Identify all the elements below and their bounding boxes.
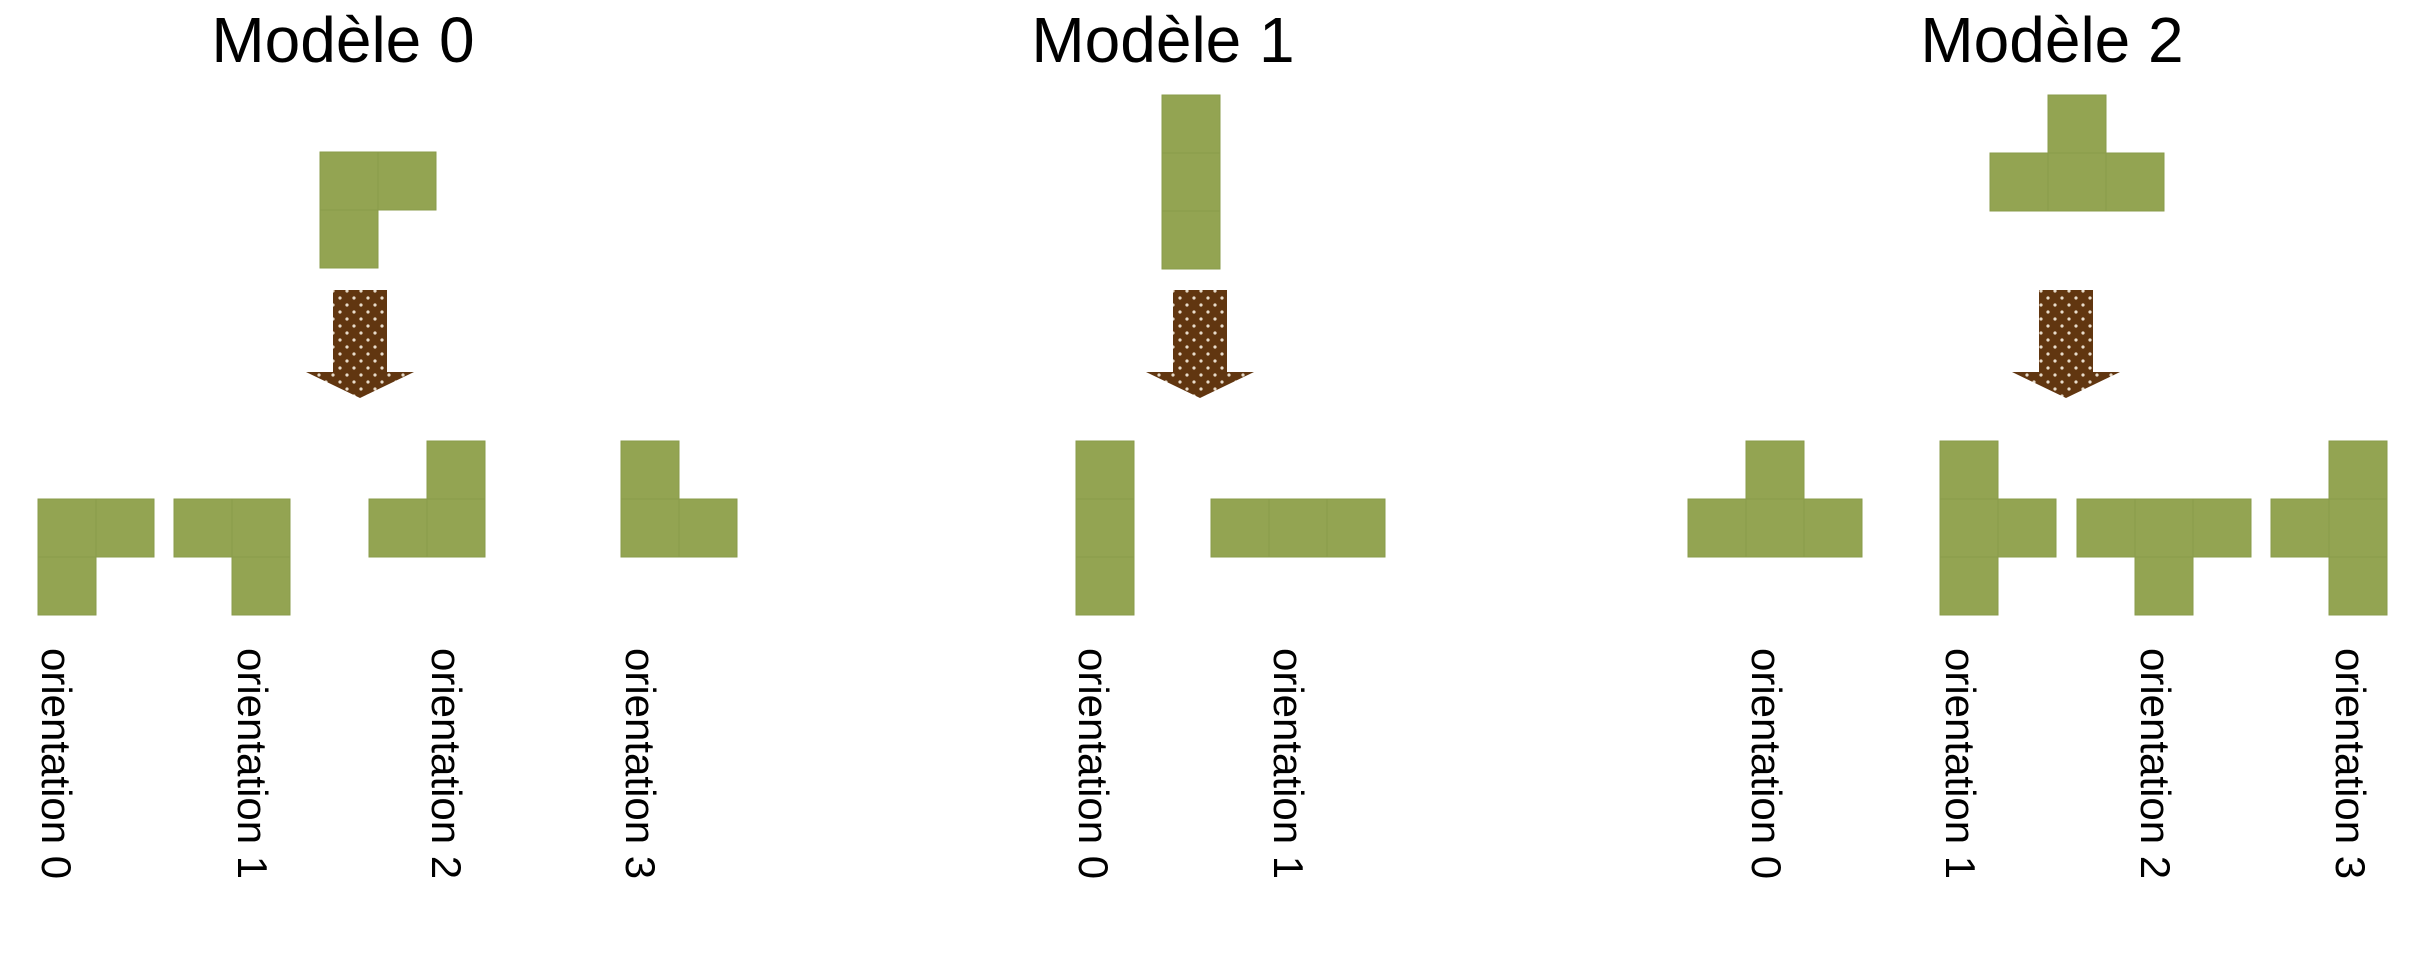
piece-cell <box>377 151 437 211</box>
model-2-orientation-2-label: orientation 2 <box>2132 648 2179 879</box>
model-2-orientation-3-label: orientation 3 <box>2327 648 2374 879</box>
piece-cell <box>426 440 486 500</box>
piece-cell <box>2105 152 2165 212</box>
model-1-orientation-0-piece <box>1075 440 1135 616</box>
model-1-arrow <box>1146 290 1254 398</box>
model-2-title: Modèle 2 <box>1920 4 2183 76</box>
model-2-orientation-3-piece <box>2270 440 2388 616</box>
model-0-orientation-1-label: orientation 1 <box>229 648 276 879</box>
piece-cell <box>1326 498 1386 558</box>
piece-cell <box>2270 498 2330 558</box>
model-1-orientation-1-label: orientation 1 <box>1265 648 1312 879</box>
piece-cell <box>2192 498 2252 558</box>
model-0-orientation-3-piece <box>620 440 738 558</box>
piece-cell <box>173 498 233 558</box>
piece-cell <box>368 498 428 558</box>
piece-cell <box>37 498 97 558</box>
down-arrow-icon <box>2012 290 2120 398</box>
down-arrow-icon <box>306 290 414 398</box>
piece-cell <box>2047 152 2107 212</box>
piece-cell <box>231 556 291 616</box>
model-0-orientation-2-piece <box>368 440 486 558</box>
piece-cell <box>2328 440 2388 500</box>
piece-cell <box>1075 440 1135 500</box>
piece-cell <box>1989 152 2049 212</box>
piece-cell <box>678 498 738 558</box>
piece-cell <box>1745 498 1805 558</box>
model-2-arrow <box>2012 290 2120 398</box>
piece-cell <box>1075 498 1135 558</box>
piece-cell <box>1210 498 1270 558</box>
piece-cell <box>1161 210 1221 270</box>
model-2-orientation-0-piece <box>1687 440 1863 558</box>
piece-cell <box>1803 498 1863 558</box>
down-arrow-icon <box>1146 290 1254 398</box>
model-2-orientation-0-label: orientation 0 <box>1743 648 1790 879</box>
piece-cell <box>1939 498 1999 558</box>
piece-cell <box>1745 440 1805 500</box>
model-1-group: Modèle 1 orientation 0 orientation 1 <box>1031 4 1386 879</box>
model-2-orientation-1-label: orientation 1 <box>1937 648 1984 879</box>
model-2-group: Modèle 2 orientation 0 orientation 1 ori… <box>1687 4 2388 879</box>
piece-cell <box>1268 498 1328 558</box>
model-1-orientation-0-label: orientation 0 <box>1070 648 1117 879</box>
piece-cell <box>620 440 680 500</box>
piece-cell <box>95 498 155 558</box>
piece-cell <box>1161 94 1221 154</box>
piece-cell <box>1939 440 1999 500</box>
piece-cell <box>319 151 379 211</box>
piece-cell <box>1939 556 1999 616</box>
piece-cell <box>1997 498 2057 558</box>
piece-cell <box>2134 498 2194 558</box>
piece-cell <box>1687 498 1747 558</box>
piece-cell <box>2328 498 2388 558</box>
model-0-title: Modèle 0 <box>211 4 474 76</box>
piece-cell <box>231 498 291 558</box>
piece-cell <box>2134 556 2194 616</box>
piece-cell <box>2328 556 2388 616</box>
model-2-shape <box>1989 94 2165 212</box>
model-0-orientation-0-piece <box>37 498 155 616</box>
piece-cell <box>620 498 680 558</box>
piece-cell <box>1075 556 1135 616</box>
model-0-orientation-1-piece <box>173 498 291 616</box>
piece-cell <box>2076 498 2136 558</box>
piece-cell <box>37 556 97 616</box>
piece-cell <box>319 209 379 269</box>
model-0-group: Modèle 0 orientation 0 orientation 1 ori… <box>33 4 738 879</box>
model-2-orientation-2-piece <box>2076 498 2252 616</box>
model-2-orientation-1-piece <box>1939 440 2057 616</box>
model-0-orientation-0-label: orientation 0 <box>33 648 80 879</box>
model-0-arrow <box>306 290 414 398</box>
model-1-orientation-1-piece <box>1210 498 1386 558</box>
model-1-title: Modèle 1 <box>1031 4 1294 76</box>
piece-cell <box>1161 152 1221 212</box>
model-0-orientation-3-label: orientation 3 <box>617 648 664 879</box>
model-0-orientation-2-label: orientation 2 <box>423 648 470 879</box>
model-0-shape <box>319 151 437 269</box>
piece-cell <box>2047 94 2107 154</box>
piece-cell <box>426 498 486 558</box>
model-1-shape <box>1161 94 1221 270</box>
